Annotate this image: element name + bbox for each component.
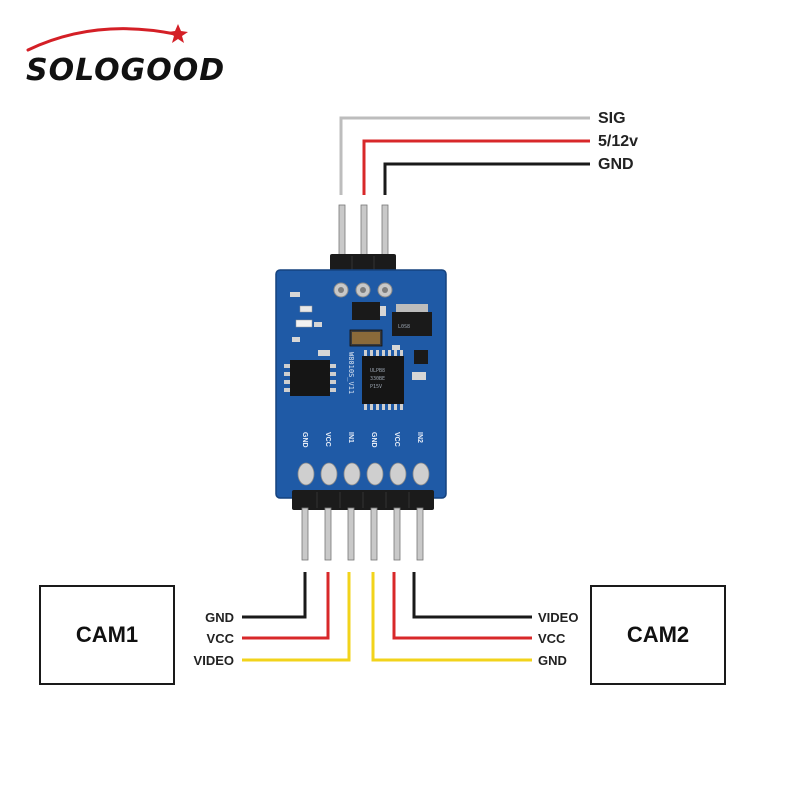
- pin-label-vcc-1: VCC: [324, 432, 331, 447]
- board-model-text: W8010S_V11: [347, 352, 355, 394]
- pin-label-in2: IN2: [416, 432, 423, 443]
- chip-marking-3: P15V: [370, 384, 382, 390]
- pin-label-gnd-2: GND: [370, 432, 377, 448]
- gnd-wire-label: GND: [598, 156, 634, 173]
- cam1-video-label: VIDEO: [194, 653, 234, 668]
- cam1-vcc-label: VCC: [207, 631, 235, 646]
- cam2-video-label: VIDEO: [538, 610, 578, 625]
- sig-wire-label: SIG: [598, 110, 626, 127]
- cam1-gnd-wire: [242, 572, 307, 619]
- cam1-gnd-label: GND: [205, 610, 234, 625]
- gnd-wire: [383, 162, 590, 195]
- regulator-marking: L0S8: [398, 324, 410, 330]
- power-wire: [362, 139, 590, 195]
- top-header: [330, 204, 396, 276]
- cam1-wires: [242, 572, 351, 662]
- logo-swoosh: [26, 27, 177, 52]
- top-wires: [339, 116, 590, 195]
- logo-text: SOLOGOOD: [26, 53, 225, 88]
- cam2-box: CAM2: [590, 585, 726, 685]
- cam2-label: CAM2: [627, 622, 689, 647]
- logo-star-icon: [168, 24, 188, 43]
- brand-logo: SOLOGOOD: [26, 24, 225, 88]
- pin-label-in1: IN1: [347, 432, 354, 443]
- chip-marking-2: 330BE: [370, 376, 385, 382]
- pcb-board: L0S8 ULPB8 330BE P15V W8010S_V11 GND: [275, 269, 447, 499]
- cam2-video-wire: [412, 572, 532, 619]
- cam1-label: CAM1: [76, 622, 138, 647]
- pin-label-gnd-1: GND: [301, 432, 308, 448]
- cam2-wires: [371, 572, 532, 662]
- bottom-header: [292, 490, 434, 561]
- cam1-vcc-wire: [242, 572, 330, 640]
- cam1-video-wire: [242, 572, 351, 662]
- cam2-gnd-wire: [371, 572, 532, 662]
- power-wire-label: 5/12v: [598, 133, 638, 150]
- cam1-box: CAM1: [39, 585, 175, 685]
- cam2-vcc-wire: [392, 572, 532, 640]
- pin-label-vcc-2: VCC: [393, 432, 400, 447]
- cam2-vcc-label: VCC: [538, 631, 566, 646]
- chip-marking-1: ULPB8: [370, 368, 385, 374]
- sig-wire: [339, 116, 590, 195]
- cam2-gnd-label: GND: [538, 653, 567, 668]
